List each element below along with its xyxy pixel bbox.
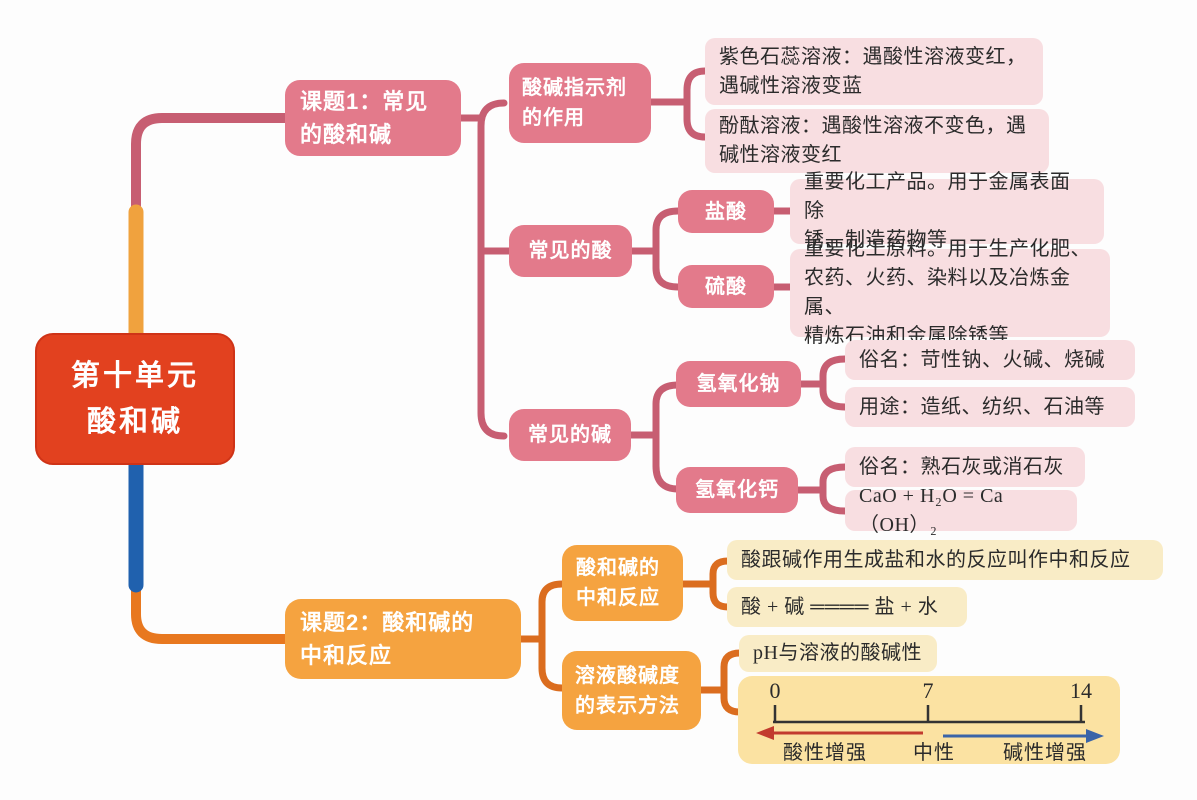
- leaf-naoh-uses[interactable]: 用途：造纸、纺织、石油等: [845, 387, 1135, 427]
- connector-acids-bracket: [652, 207, 682, 291]
- connector-topic1-trunk: [131, 113, 290, 223]
- node-common-bases[interactable]: 常见的碱: [509, 409, 631, 461]
- connector-indicator-bracket: [683, 67, 709, 141]
- node-hydrochloric-acid[interactable]: 盐酸: [678, 190, 774, 233]
- leaf-neutralization-equation[interactable]: 酸 + 碱 ════ 盐 + 水: [727, 587, 967, 627]
- leaf-caoh-alias[interactable]: 俗名：熟石灰或消石灰: [845, 447, 1085, 487]
- connector-neutral-bracket: [709, 557, 732, 611]
- connector-bases-bracket: [652, 381, 682, 493]
- node-calcium-hydroxide[interactable]: 氢氧化钙: [676, 467, 798, 513]
- connector-topic1-spine: [477, 99, 508, 440]
- connector-caoh-bracket: [819, 463, 849, 515]
- node-root[interactable]: 第十单元 酸和碱: [35, 333, 235, 465]
- leaf-hcl-desc[interactable]: 重要化工产品。用于金属表面除 锈、制造药物等: [790, 171, 1104, 251]
- connector-topic2-spine: [538, 580, 566, 692]
- ph-label-acidic: 酸性增强: [783, 742, 867, 764]
- acid-direction-arrow: [756, 726, 923, 740]
- ph-label-alkaline: 碱性增强: [1003, 742, 1087, 764]
- leaf-ph-note[interactable]: pH与溶液的酸碱性: [739, 635, 937, 672]
- leaf-h2so4-desc[interactable]: 重要化工原料。用于生产化肥、 农药、火药、染料以及冶炼金属、 精炼石油和金属除锈…: [790, 238, 1110, 347]
- connector-topic2-trunk: [131, 573, 290, 644]
- leaf-neutralization-definition[interactable]: 酸跟碱作用生成盐和水的反应叫作中和反应: [727, 540, 1163, 580]
- ph-label-neutral: 中性: [913, 742, 955, 764]
- ph-tick-14: 14: [1070, 678, 1092, 703]
- node-ph-representation[interactable]: 溶液酸碱度 的表示方法: [562, 651, 701, 730]
- ph-scale-panel[interactable]: 0 7 14 酸性增强 中性 碱性增强: [738, 676, 1120, 764]
- node-common-acids[interactable]: 常见的酸: [509, 225, 632, 277]
- node-sodium-hydroxide[interactable]: 氢氧化钠: [676, 361, 801, 407]
- ph-tick-0: 0: [769, 678, 781, 703]
- leaf-naoh-alias[interactable]: 俗名：苛性钠、火碱、烧碱: [845, 340, 1135, 380]
- node-neutralization[interactable]: 酸和碱的 中和反应: [562, 545, 683, 621]
- leaf-phenolphthalein-note[interactable]: 酚酞溶液：遇酸性溶液不变色，遇 碱性溶液变红: [705, 109, 1049, 173]
- ph-scale-axis: [756, 705, 1104, 743]
- connector-phrep-bracket: [720, 649, 744, 716]
- leaf-caoh-equation[interactable]: CaO + H₂O = Ca（OH）₂: [845, 485, 1077, 536]
- node-indicator[interactable]: 酸碱指示剂 的作用: [509, 63, 651, 143]
- node-sulfuric-acid[interactable]: 硫酸: [678, 265, 774, 308]
- ph-tick-7: 7: [922, 678, 934, 703]
- node-topic2[interactable]: 课题2：酸和碱的 中和反应: [285, 599, 521, 679]
- connector-naoh-bracket: [819, 355, 849, 411]
- leaf-litmus-note[interactable]: 紫色石蕊溶液：遇酸性溶液变红， 遇碱性溶液变蓝: [705, 38, 1043, 105]
- alkali-direction-arrow: [943, 729, 1104, 743]
- node-topic1[interactable]: 课题1：常见 的酸和碱: [285, 80, 461, 156]
